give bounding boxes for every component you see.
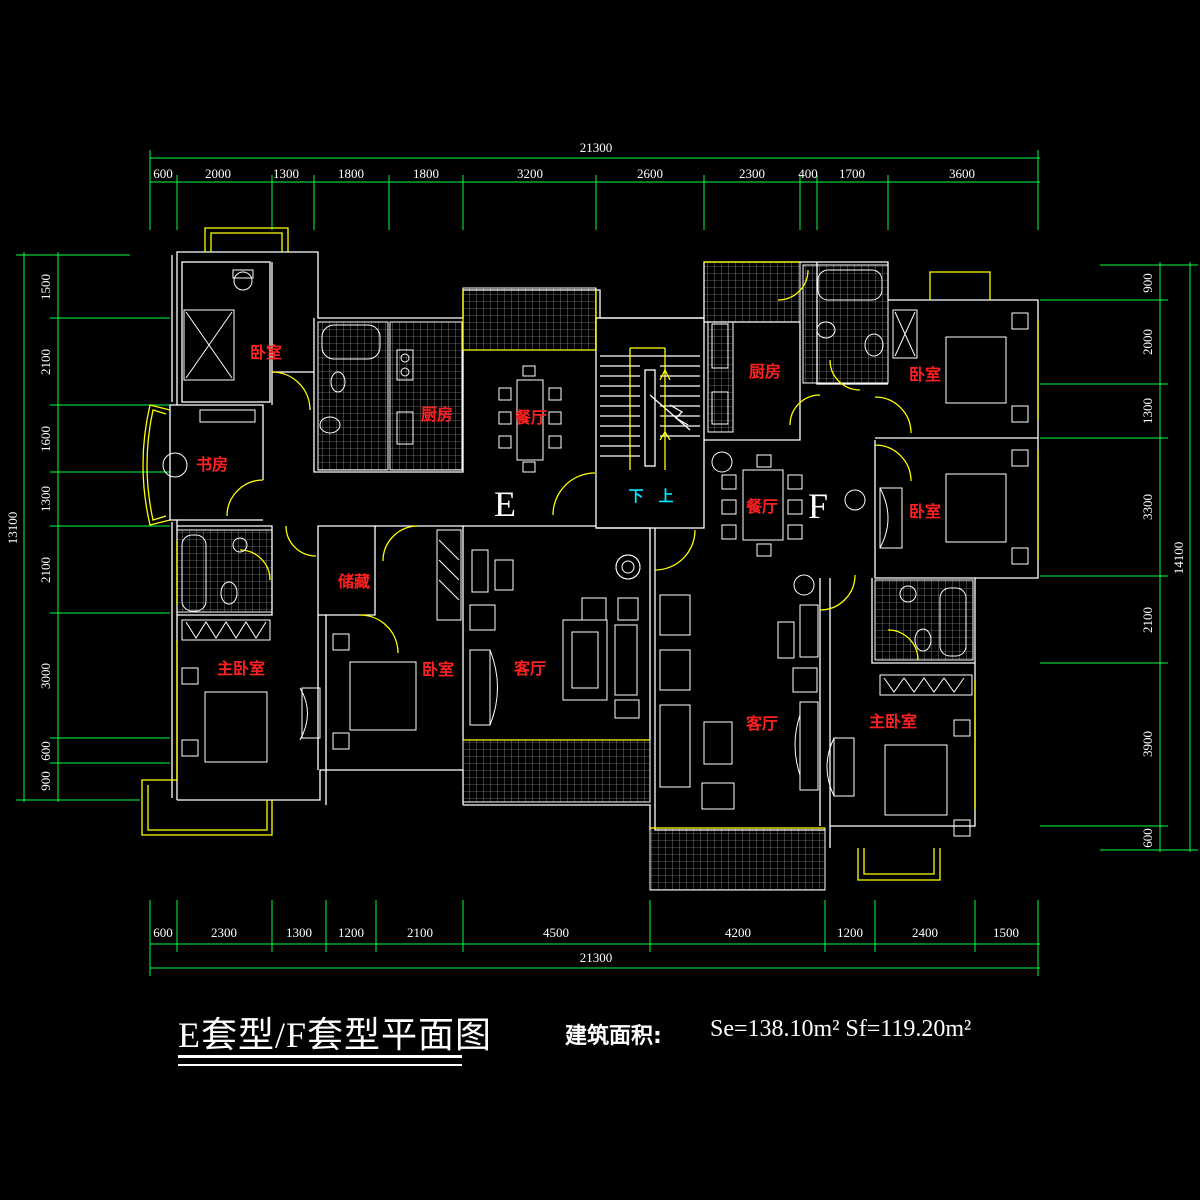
right-dimension: 3900 (1140, 731, 1155, 757)
bottom-dimension: 4200 (725, 925, 751, 940)
top-dimension: 1800 (413, 166, 439, 181)
building-walls (169, 251, 1039, 848)
bottom-dimension-lines (149, 900, 1040, 976)
right-total-dimension: 14100 (1171, 542, 1186, 575)
room-label-f-dining: 餐厅 (745, 497, 778, 516)
room-label-e-bedroom-top: 卧室 (250, 343, 282, 362)
room-label-e-storage: 储藏 (337, 572, 370, 591)
bottom-dimension: 1200 (837, 925, 863, 940)
area-values: Se=138.10m² Sf=119.20m² (710, 1016, 972, 1042)
door-swings (226, 269, 919, 661)
top-total-dimension: 21300 (580, 140, 613, 155)
right-dimension: 600 (1140, 828, 1155, 848)
title-underline (178, 1055, 462, 1066)
top-dimension: 2600 (637, 166, 663, 181)
top-dimension: 3600 (949, 166, 975, 181)
bottom-dimension: 1500 (993, 925, 1019, 940)
left-dimension: 1600 (38, 426, 53, 452)
room-labels: 卧室 书房 厨房 餐厅 储藏 主卧室 卧室 客厅 厨房 卧室 餐厅 卧室 客厅 … (196, 343, 941, 733)
room-label-f-bedroom2: 卧室 (909, 502, 941, 521)
area-label: 建筑面积: (565, 1024, 662, 1049)
room-label-e-bedroom2: 卧室 (422, 660, 454, 679)
room-label-e-dining: 餐厅 (514, 408, 547, 427)
right-dimension: 1300 (1140, 398, 1155, 424)
top-dimension: 3200 (517, 166, 543, 181)
bottom-dimension: 2300 (211, 925, 237, 940)
top-dimension-lines (149, 150, 1040, 230)
right-dimension: 2000 (1140, 329, 1155, 355)
left-total-dimension: 13100 (5, 512, 20, 545)
room-label-e-master: 主卧室 (217, 659, 265, 678)
top-dimension: 600 (153, 166, 173, 181)
left-dimension: 1300 (38, 486, 53, 512)
left-dimension: 1500 (38, 274, 53, 300)
stair-label-up: 上 (658, 487, 673, 505)
room-label-f-master: 主卧室 (869, 712, 917, 731)
room-label-f-bedroom-top: 卧室 (909, 365, 941, 384)
left-dimension: 600 (38, 741, 53, 761)
right-dimension: 900 (1140, 273, 1155, 293)
room-label-f-kitchen: 厨房 (749, 362, 781, 381)
left-dimension-labels: 13100 1500 2100 1600 1300 2100 3000 600 … (5, 274, 53, 791)
bottom-dimension-labels: 600 2300 1300 1200 2100 4500 4200 1200 2… (153, 925, 1019, 965)
bottom-dimension: 4500 (543, 925, 569, 940)
room-label-e-living: 客厅 (514, 659, 546, 678)
top-dimension-labels: 21300 600 2000 1300 1800 1800 3200 2600 … (153, 140, 975, 181)
stairs (600, 347, 700, 470)
bottom-dimension: 1200 (338, 925, 364, 940)
room-label-e-study: 书房 (196, 455, 228, 474)
bottom-dimension: 2400 (912, 925, 938, 940)
top-dimension: 2000 (205, 166, 231, 181)
windows (141, 227, 1039, 881)
unit-label-e: E (494, 484, 516, 524)
top-dimension: 1700 (839, 166, 865, 181)
right-dimension: 2100 (1140, 607, 1155, 633)
furniture (162, 269, 1029, 837)
room-label-e-kitchen: 厨房 (421, 405, 453, 424)
drawing-title: E套型/F套型平面图 (178, 1015, 493, 1055)
unit-label-f: F (808, 486, 828, 526)
stair-label-down: 下 (628, 487, 643, 505)
bottom-dimension: 1300 (286, 925, 312, 940)
bottom-dimension: 600 (153, 925, 173, 940)
left-dimension: 2100 (38, 557, 53, 583)
right-dimension-lines (1040, 262, 1198, 852)
top-dimension: 1300 (273, 166, 299, 181)
right-dimension-labels: 14100 900 2000 1300 3300 2100 3900 600 (1140, 273, 1186, 848)
bottom-dimension: 2100 (407, 925, 433, 940)
top-dimension: 400 (798, 166, 818, 181)
left-dimension: 2100 (38, 349, 53, 375)
top-dimension: 2300 (739, 166, 765, 181)
room-label-f-living: 客厅 (746, 714, 778, 733)
left-dimension: 3000 (38, 663, 53, 689)
left-dimension-lines (16, 252, 170, 802)
bottom-total-dimension: 21300 (580, 950, 613, 965)
left-dimension: 900 (38, 771, 53, 791)
right-dimension: 3300 (1140, 494, 1155, 520)
top-dimension: 1800 (338, 166, 364, 181)
